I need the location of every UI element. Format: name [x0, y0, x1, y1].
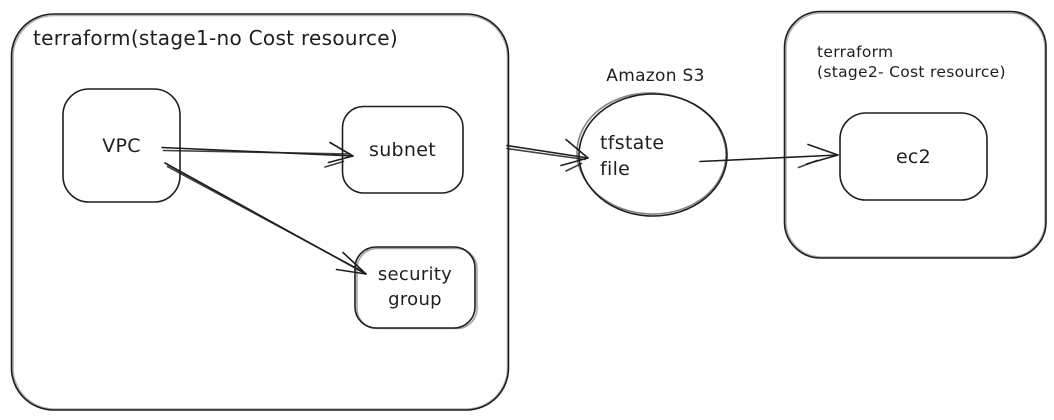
subnet-node-label: subnet	[369, 138, 436, 161]
arrow-line	[161, 146, 354, 157]
amazon-s3-title: Amazon S3	[606, 66, 705, 86]
security-group-node-label: security group	[377, 264, 453, 310]
vpc-node-label: VPC	[102, 134, 141, 157]
arrow-line	[164, 162, 367, 275]
arrow-line	[699, 154, 839, 163]
ec2-node-label: ec2	[895, 145, 932, 168]
arrow-line	[506, 144, 589, 159]
arrowhead	[805, 143, 839, 165]
stage1-container-border	[10, 13, 510, 411]
arrowhead-sketch-pass	[565, 162, 583, 172]
arrow-line-sketch-pass	[162, 149, 351, 155]
arrowhead	[560, 138, 589, 167]
arrow-tfstate-to-ec2	[699, 143, 839, 169]
tfstate-node-label: tfstate file	[600, 132, 665, 180]
arrow-line-sketch-pass	[506, 147, 586, 161]
arrowhead-sketch-pass	[797, 159, 818, 169]
stage1-container-title: terraform(stage1-no Cost resource)	[33, 26, 398, 50]
arrow-vpc-to-security-group	[164, 162, 367, 275]
stage1-container-border-sketch-pass	[12, 14, 509, 410]
arrow-stage1-to-tfstate	[506, 138, 589, 172]
arrowhead-sketch-pass	[324, 160, 345, 168]
stage1-container-outline	[10, 13, 510, 411]
arrow-vpc-to-subnet	[161, 141, 354, 168]
stage2-container-title: terraform (stage2- Cost resource)	[817, 43, 1006, 82]
arrow-line-sketch-pass	[166, 165, 363, 272]
